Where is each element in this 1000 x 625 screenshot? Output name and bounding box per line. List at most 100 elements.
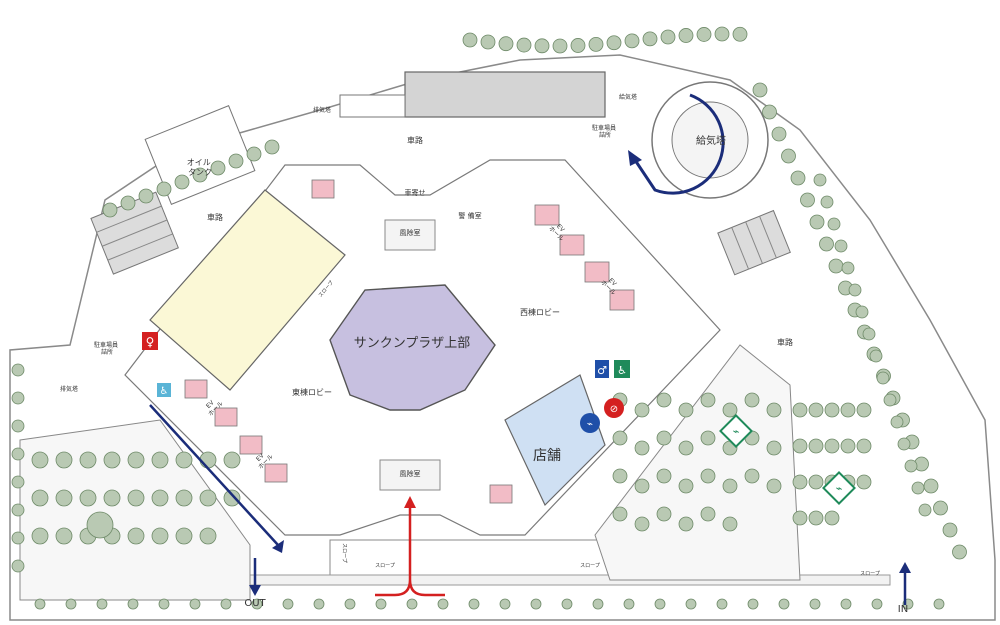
tree-icon [634, 402, 650, 418]
tree-icon [923, 478, 939, 494]
tree-icon [800, 192, 815, 208]
tree-icon [210, 160, 226, 176]
top-building [404, 71, 606, 118]
tree-icon [808, 474, 824, 490]
tree-icon [406, 598, 418, 610]
tree-icon [612, 468, 628, 484]
road-top-label: 車路 [407, 135, 423, 145]
tree-icon [55, 489, 73, 507]
tree-icon [606, 35, 622, 51]
tree-icon [480, 34, 496, 50]
tree-icon [792, 438, 808, 454]
tree-icon [86, 511, 114, 539]
windbreak-bottom-room [379, 459, 441, 491]
out-label: OUT [244, 598, 266, 609]
tree-icon [103, 489, 121, 507]
tree-icon [199, 489, 217, 507]
right-parking [717, 209, 791, 276]
tree-icon [151, 451, 169, 469]
tree-icon [933, 598, 945, 610]
parking-staff-left-line1: 駐車場員 [94, 341, 118, 349]
svg-text:♿: ♿ [617, 364, 627, 377]
tree-icon [685, 598, 697, 610]
tree-icon [570, 38, 586, 53]
tree-icon [437, 598, 449, 610]
tree-icon [744, 392, 760, 408]
tree-icon [809, 598, 821, 610]
exhaust-top-label: 排気塔 [313, 106, 331, 114]
tree-icon [827, 217, 841, 231]
tree-icon [588, 36, 604, 52]
shop-area [504, 374, 606, 507]
tree-icon [634, 440, 650, 456]
supply-small-label: 給気塔 [619, 93, 637, 101]
oil-tank-label: オイル タンク [187, 158, 214, 177]
svg-text:♀: ♀ [146, 335, 155, 349]
tree-icon [251, 598, 263, 610]
tree-icon [31, 489, 49, 507]
tree-icon [808, 438, 824, 454]
tree-icon [127, 451, 145, 469]
windbreak-top-label: 風除室 [400, 228, 421, 237]
tree-icon [158, 598, 170, 610]
parking-staff-top-label: 駐車場員 詰所 [592, 124, 618, 139]
tree-icon [462, 32, 478, 48]
tree-icon [31, 527, 49, 545]
oil-tank-label-line2: タンク [188, 168, 212, 177]
tree-icon [656, 430, 672, 446]
elevator-blocks [184, 179, 635, 504]
tree-icon [890, 415, 904, 429]
slope-label-4: スロープ [580, 563, 600, 569]
parking-staff-top-line1: 駐車場員 [592, 124, 616, 132]
tree-icon [499, 598, 511, 610]
tree-icon [952, 544, 967, 560]
windbreak-top-room [384, 219, 436, 251]
tree-icon [933, 500, 948, 516]
tree-icon [11, 559, 25, 573]
tree-icon [468, 598, 480, 610]
road-right-label: 車路 [777, 337, 793, 347]
tree-icon [824, 402, 840, 418]
ev-hall-3-line1: EV [205, 399, 216, 410]
tree-icon [766, 478, 782, 494]
tree-icon [656, 468, 672, 484]
tree-icon [876, 371, 890, 385]
tree-icon [771, 126, 787, 142]
windbreak-bottom-label: 風除室 [400, 469, 421, 478]
supply-tower-label: 給気塔 [696, 134, 726, 147]
exhaust-left-label: 排気塔 [60, 385, 78, 393]
tree-icon [752, 82, 768, 98]
tree-icon [223, 451, 241, 469]
tree-icon [175, 489, 193, 507]
tree-icon [120, 195, 136, 211]
tree-icon [869, 349, 883, 363]
tree-icon [678, 516, 694, 532]
ev-hall-1-line1: EV [555, 223, 566, 234]
svg-text:♂: ♂ [597, 364, 607, 377]
tree-icon [855, 305, 869, 319]
tree-icon [808, 402, 824, 418]
tree-icon [824, 438, 840, 454]
tree-icon [127, 489, 145, 507]
tree-icon [722, 478, 738, 494]
tree-icon [552, 38, 568, 54]
tree-icon [530, 598, 542, 610]
tree-icon [792, 474, 808, 490]
parking-staff-left-line2: 詰所 [101, 348, 113, 356]
tree-icon [79, 489, 97, 507]
tree-icon [840, 438, 856, 454]
tree-icon [856, 438, 872, 454]
tree-icon [11, 531, 25, 545]
tree-icon [103, 451, 121, 469]
shop-label: 店舗 [533, 448, 561, 464]
tree-icon [778, 598, 790, 610]
tree-icon [792, 510, 808, 526]
tree-icon [871, 598, 883, 610]
tree-icon [516, 37, 532, 53]
sunken-plaza [329, 284, 496, 411]
tree-icon [714, 26, 730, 42]
tree-icon [862, 327, 876, 341]
tree-icon [612, 506, 628, 522]
tree-icon [11, 447, 25, 461]
top-annex [339, 94, 406, 118]
